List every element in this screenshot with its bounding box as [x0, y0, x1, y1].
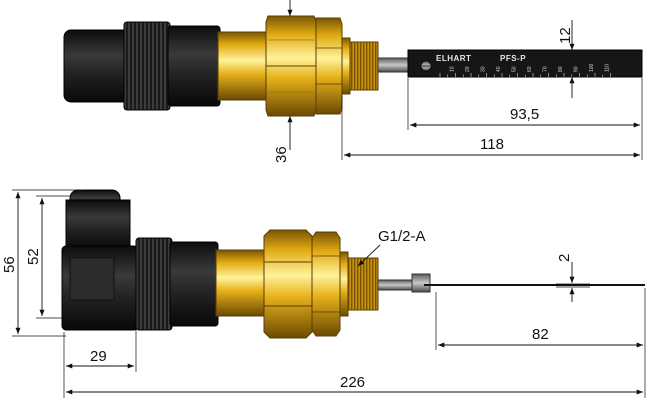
side-paddle-clamp — [411, 273, 431, 293]
scale-label: 90 — [574, 66, 580, 72]
top-hex-nut — [265, 15, 317, 117]
side-lock-nut — [311, 231, 341, 337]
scale-label: 40 — [496, 66, 502, 72]
dim-text-2: 2 — [556, 254, 573, 262]
dim-text-93-5: 93,5 — [510, 106, 539, 123]
dim-text-12: 12 — [557, 27, 574, 44]
dim-side-paddle-length: 82 — [435, 288, 646, 398]
din-connector — [61, 189, 139, 331]
dim-nut-size: 36 — [273, 0, 293, 163]
brand-label: ELHART — [436, 54, 471, 63]
dim-text-82: 82 — [532, 326, 549, 343]
dim-paddle-length: 93,5 — [407, 78, 643, 160]
side-switch-body — [169, 241, 219, 327]
top-stem — [377, 57, 411, 73]
dim-overall-from-thread: 118 — [341, 96, 640, 160]
side-hex-nut — [263, 229, 313, 339]
dim-paddle-thickness: 2 — [556, 254, 590, 302]
top-knurled-ring — [123, 21, 171, 111]
top-lock-nut — [315, 17, 343, 115]
dim-side-height-inner: 52 — [25, 195, 70, 319]
scale-label: 30 — [481, 66, 487, 72]
scale-label: 70 — [543, 66, 549, 72]
dim-text-36: 36 — [273, 146, 290, 163]
dim-text-52: 52 — [25, 248, 42, 265]
scale-label: 60 — [527, 66, 533, 72]
dim-text-226: 226 — [340, 374, 365, 391]
dim-side-height-total: 56 — [1, 189, 84, 337]
scale-label: 20 — [465, 66, 471, 72]
side-knurled-ring — [135, 237, 173, 331]
side-view: G1/2-A 2 82 56 — [1, 189, 646, 398]
dim-connector-length: 29 — [63, 330, 137, 398]
scale-label: 110 — [605, 64, 611, 72]
dim-overall-length: 226 — [66, 374, 643, 395]
top-switch-body — [167, 25, 221, 107]
scale-label: 80 — [558, 66, 564, 72]
top-view: ELHART PFS-P 10 20 30 40 50 60 70 80 90 100 110 12… — [63, 0, 643, 163]
model-label: PFS-P — [500, 54, 526, 63]
scale-label: 100 — [589, 63, 595, 72]
scale-label: 50 — [512, 66, 518, 72]
dim-text-29: 29 — [90, 348, 107, 365]
top-brass-tube — [217, 31, 269, 101]
dim-text-56: 56 — [1, 256, 18, 273]
dim-text-118: 118 — [480, 136, 504, 153]
paddle-scale: 10 20 30 40 50 60 70 80 90 100 110 — [439, 63, 611, 77]
thread-label: G1/2-A — [378, 228, 426, 245]
side-brass-tube — [215, 249, 269, 317]
top-connector-cap — [63, 29, 133, 103]
thread-callout: G1/2-A — [357, 228, 426, 267]
dim-paddle-width: 12 — [557, 20, 600, 98]
scale-label: 10 — [450, 66, 456, 72]
